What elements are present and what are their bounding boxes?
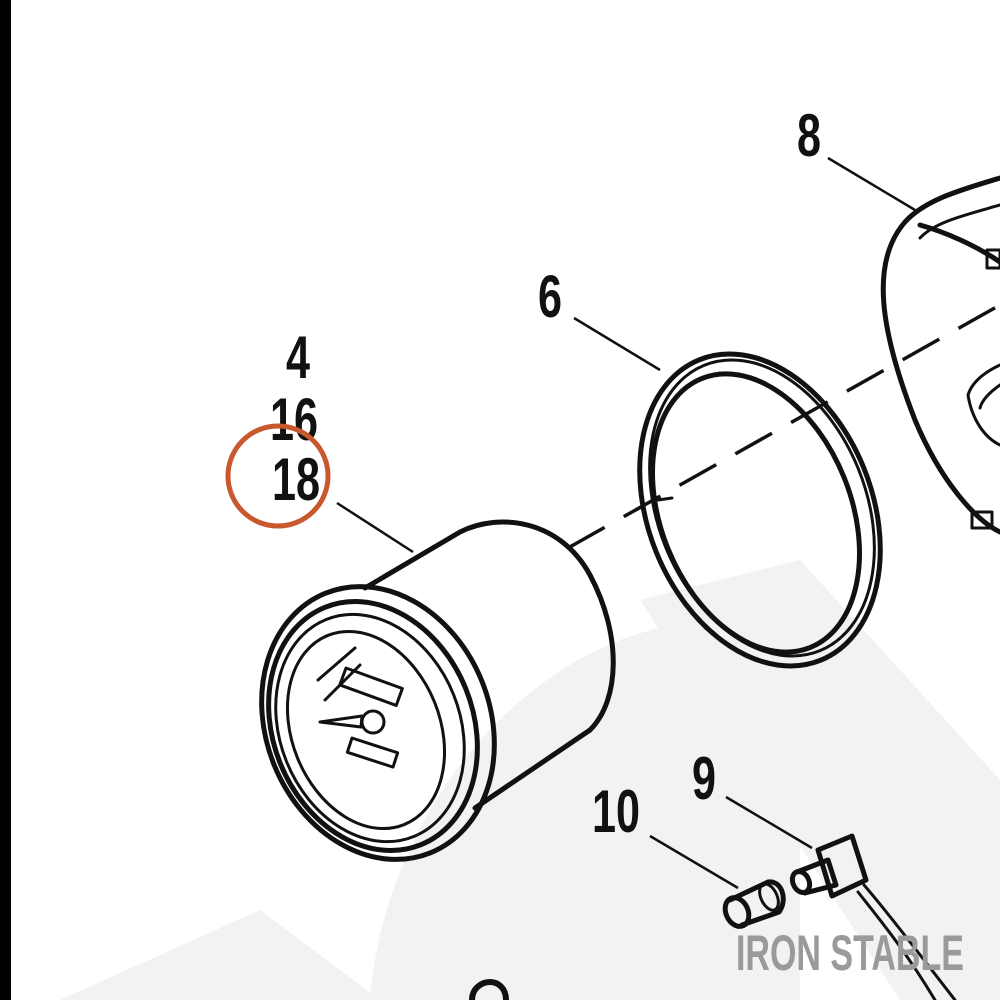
grommet-part-10 (722, 879, 786, 929)
callout-9: 9 (692, 746, 716, 813)
callout-4: 4 (286, 325, 310, 392)
callout-18: 18 (272, 447, 320, 514)
assembly-axis-line (567, 303, 1000, 550)
callout-6: 6 (538, 264, 562, 331)
watermark-brand-text: IRON STABLE (736, 926, 964, 982)
callout-10: 10 (592, 779, 640, 846)
highlight-circle (225, 423, 331, 529)
gauge-assembly (259, 519, 616, 862)
callout-16: 16 (270, 387, 318, 454)
lamp-socket-part-9 (789, 833, 957, 1000)
leader-lines (336, 156, 916, 890)
cropped-callout-fragment (469, 978, 509, 1000)
watermark-background-shapes (60, 560, 1000, 1000)
callout-labels: 4 16 18 6 8 9 10 (270, 103, 821, 846)
housing-part-8 (880, 175, 1000, 535)
callout-8: 8 (797, 103, 821, 170)
left-border (0, 0, 11, 1000)
trim-ring-part-6 (637, 351, 883, 669)
